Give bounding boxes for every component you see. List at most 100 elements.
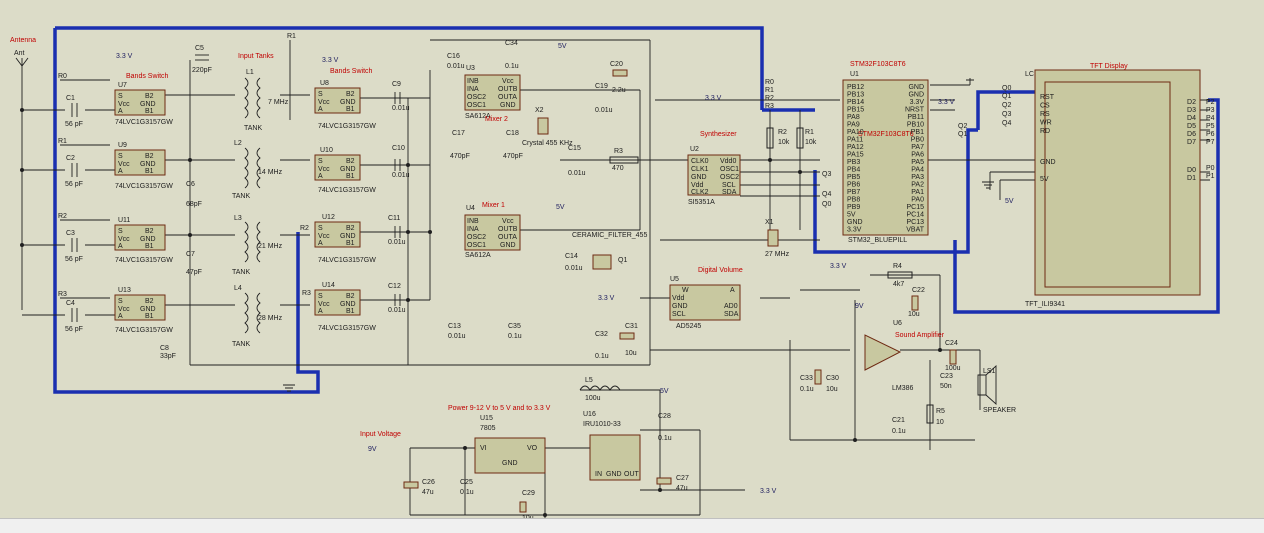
- net-r1-stm: R1: [765, 87, 774, 94]
- c14-capacitor: C14 0.01u: [565, 253, 583, 272]
- svg-text:C23: C23: [940, 373, 953, 380]
- stm32-left-pin-11: PB4: [847, 167, 860, 174]
- svg-text:TANK: TANK: [244, 125, 262, 132]
- svg-text:74LVC1G3157GW: 74LVC1G3157GW: [115, 257, 173, 264]
- supply-33v-label-3: 3.3 V: [705, 95, 722, 102]
- svg-text:C13: C13: [448, 323, 461, 330]
- svg-text:C17: C17: [452, 130, 465, 137]
- svg-text:A: A: [118, 108, 123, 115]
- svg-text:Vcc: Vcc: [118, 161, 130, 168]
- svg-text:0.01u: 0.01u: [565, 265, 583, 272]
- svg-text:74LVC1G3157GW: 74LVC1G3157GW: [318, 257, 376, 264]
- svg-text:C9: C9: [392, 81, 401, 88]
- svg-text:U2: U2: [690, 146, 699, 153]
- svg-text:2.2u: 2.2u: [612, 87, 626, 94]
- svg-text:C4: C4: [66, 300, 75, 307]
- u6-amplifier: U6 LM386 Sound Amplifier: [864, 320, 945, 392]
- svg-text:C11: C11: [388, 215, 400, 222]
- svg-text:Vcc: Vcc: [502, 218, 514, 225]
- svg-text:C34: C34: [505, 40, 518, 47]
- stm32-left-pin-2: PB14: [847, 99, 864, 106]
- svg-text:IRU1010-33: IRU1010-33: [583, 421, 621, 428]
- svg-text:GND: GND: [691, 174, 707, 181]
- lcd-right-pin-low-1: D1: [1187, 175, 1196, 182]
- stm32-right-pin-14: PA1: [911, 189, 924, 196]
- svg-text:0.01u: 0.01u: [388, 239, 406, 246]
- svg-text:0.01u: 0.01u: [388, 307, 406, 314]
- svg-text:GND: GND: [340, 99, 356, 106]
- net-r1: R1: [58, 138, 67, 145]
- junctions: [20, 108, 942, 517]
- svg-text:GND: GND: [340, 166, 356, 173]
- highlight-stm-bus: [762, 90, 1035, 254]
- svg-text:A: A: [318, 240, 323, 247]
- svg-text:C31: C31: [625, 323, 638, 330]
- svg-text:C14: C14: [565, 253, 578, 260]
- net-p0: P0: [1206, 165, 1215, 172]
- antenna-label: Antenna: [10, 37, 36, 44]
- c11-capacitor: C11 0.01u: [388, 215, 406, 246]
- svg-text:B2: B2: [145, 93, 154, 100]
- svg-text:GND: GND: [140, 236, 156, 243]
- svg-text:0.01u: 0.01u: [447, 63, 465, 70]
- svg-text:C30: C30: [826, 375, 839, 382]
- svg-text:C27: C27: [676, 475, 689, 482]
- svg-text:A: A: [318, 173, 323, 180]
- stm32-right-pin-3: NRST: [905, 107, 925, 114]
- stm32-left-pin-9: PA15: [847, 152, 864, 159]
- svg-text:0.1u: 0.1u: [800, 386, 814, 393]
- svg-text:B2: B2: [346, 158, 355, 165]
- svg-text:SPEAKER: SPEAKER: [983, 407, 1016, 414]
- svg-text:TANK: TANK: [232, 341, 250, 348]
- svg-text:470pF: 470pF: [503, 153, 523, 160]
- svg-text:A: A: [318, 106, 323, 113]
- svg-text:56 pF: 56 pF: [65, 256, 83, 263]
- svg-text:U13: U13: [118, 287, 131, 294]
- svg-text:50n: 50n: [940, 383, 952, 390]
- svg-text:X1: X1: [765, 219, 774, 226]
- svg-text:L3: L3: [234, 215, 242, 222]
- svg-text:C2: C2: [66, 155, 75, 162]
- svg-text:74LVC1G3157GW: 74LVC1G3157GW: [318, 325, 376, 332]
- svg-text:10k: 10k: [805, 139, 817, 146]
- svg-text:C32: C32: [595, 331, 608, 338]
- stm32-left-pin-14: PB7: [847, 189, 860, 196]
- svg-text:0.1u: 0.1u: [892, 428, 906, 435]
- input-tanks-label: Input Tanks: [238, 53, 274, 60]
- svg-text:Vcc: Vcc: [118, 306, 130, 313]
- net-q2-lcd: Q2: [1002, 102, 1011, 109]
- svg-text:GND: GND: [140, 161, 156, 168]
- svg-text:U8: U8: [320, 80, 329, 87]
- svg-text:SI5351A: SI5351A: [688, 199, 715, 206]
- svg-text:GND: GND: [606, 471, 622, 478]
- stm32-left-pin-1: PB13: [847, 92, 864, 99]
- lcd-left-pin-2: RS: [1040, 111, 1050, 118]
- antenna-icon: [15, 57, 29, 70]
- svg-text:C29: C29: [522, 490, 535, 497]
- svg-text:A: A: [730, 287, 735, 294]
- svg-text:S: S: [118, 298, 123, 305]
- svg-text:47u: 47u: [422, 489, 434, 496]
- svg-text:7 MHz: 7 MHz: [268, 99, 289, 106]
- lcd-right-pin-5: D7: [1187, 139, 1196, 146]
